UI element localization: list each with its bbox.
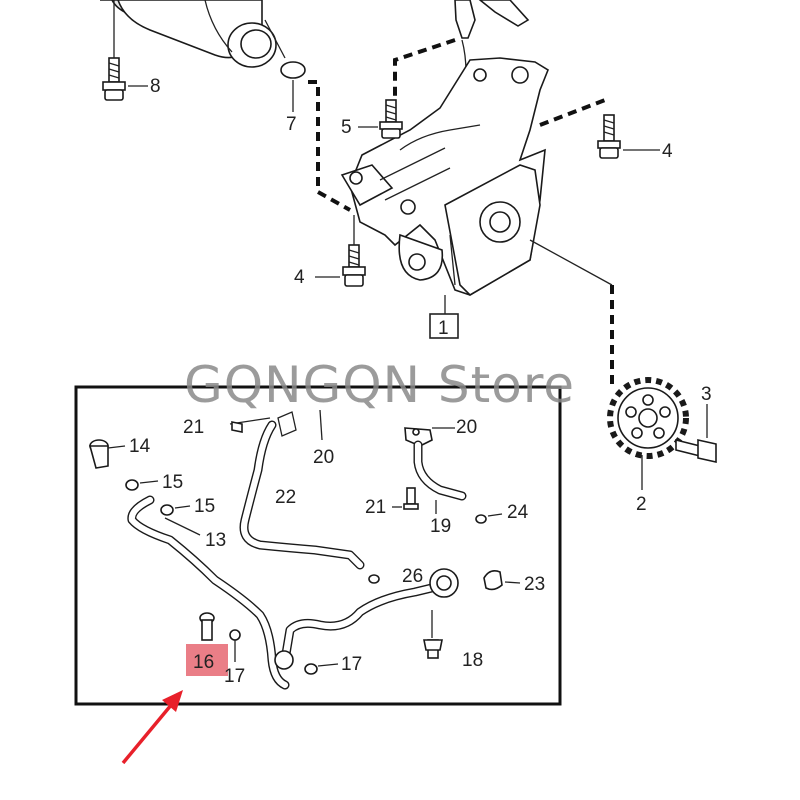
callout-4-right: 4 [662, 141, 673, 162]
callout-16: 16 [193, 652, 214, 673]
callout-22: 22 [275, 487, 296, 508]
callout-15b: 15 [194, 496, 215, 517]
pipe-13 [127, 495, 290, 690]
subassembly-frame [74, 385, 562, 706]
callout-3: 3 [701, 384, 712, 405]
highlight-16 [186, 644, 228, 676]
clip-23 [483, 570, 503, 591]
callout-20-right: 20 [456, 417, 477, 438]
o-ring-24 [475, 514, 487, 524]
callout-13: 13 [205, 530, 226, 551]
bracket-20 [404, 427, 433, 447]
pipe-26 [274, 568, 459, 670]
callout-18: 18 [462, 650, 483, 671]
callout-20-left: 20 [313, 447, 334, 468]
callout-24: 24 [507, 502, 529, 523]
callout-15a: 15 [162, 472, 183, 493]
bolt-21-lower [403, 487, 419, 510]
callout-17b: 17 [341, 654, 362, 675]
bolt-21-upper [231, 421, 243, 433]
callout-2: 2 [636, 494, 647, 515]
pipe-19 [413, 440, 467, 501]
callout-21-lower: 21 [365, 497, 386, 518]
bolt-4-right [597, 114, 621, 159]
o-ring-17a [229, 629, 241, 641]
plug-14 [88, 439, 109, 469]
callout-19: 19 [430, 516, 451, 537]
watermark-text: GQNGQN Store [184, 356, 575, 414]
callout-17a: 17 [224, 666, 245, 687]
bolt-16 [199, 612, 215, 641]
oil-pump-assembly [340, 0, 549, 297]
callout-8: 8 [150, 76, 161, 97]
o-ring-17b [304, 663, 318, 675]
bolt-3 [675, 438, 717, 463]
banjo-bolt-18 [423, 610, 443, 659]
callout-26: 26 [402, 566, 423, 587]
callout-23: 23 [524, 574, 545, 595]
bolt-5 [379, 99, 403, 139]
callout-21-upper: 21 [183, 417, 204, 438]
callout-5: 5 [341, 117, 352, 138]
red-pointer-arrow [121, 690, 183, 765]
callout-1-box [429, 313, 459, 339]
o-ring-15b [160, 504, 174, 516]
o-ring-22-end [368, 574, 380, 584]
bolt-8 [102, 57, 126, 101]
callout-4-left: 4 [294, 267, 305, 288]
intake-housing [100, 0, 277, 68]
o-ring-7 [280, 61, 306, 79]
bolt-4-left [342, 244, 366, 287]
callout-7: 7 [286, 114, 297, 135]
o-ring-15a [125, 479, 139, 491]
callout-labels: 1 2 3 4 4 5 7 8 13 14 15 15 16 17 17 18 … [129, 76, 712, 687]
sprocket-2 [607, 377, 689, 459]
callout-1: 1 [438, 318, 449, 339]
pipe-22 [239, 411, 365, 570]
callout-14: 14 [129, 436, 151, 457]
